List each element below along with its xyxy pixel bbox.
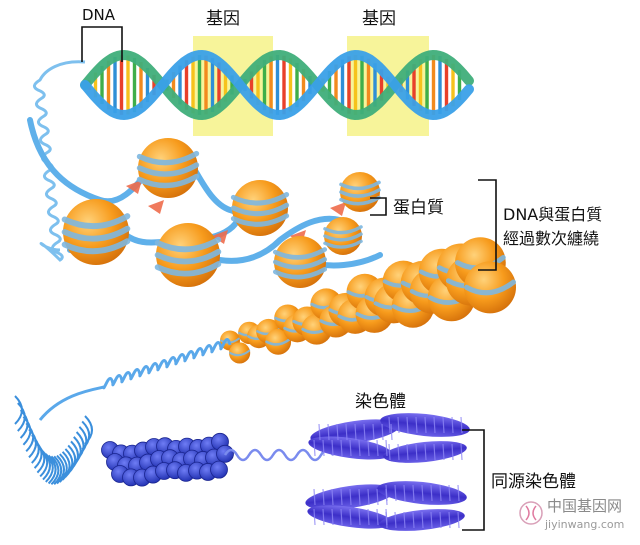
dna-helix-icon bbox=[80, 49, 474, 121]
condensed-chromatin-fiber bbox=[220, 237, 516, 364]
homologous-bracket bbox=[462, 429, 485, 531]
dna-bracket bbox=[81, 26, 123, 62]
watermark-site-zh: 中国基因网 bbox=[547, 497, 622, 515]
connector-coil bbox=[223, 448, 335, 462]
watermark: 中国基因网 jiyinwang.com bbox=[519, 497, 624, 531]
coiling-label-line1: DNA與蛋白質 bbox=[503, 205, 602, 224]
coiling-bracket bbox=[478, 179, 497, 271]
protein-label: 蛋白質 bbox=[393, 198, 444, 218]
coiled-fiber bbox=[38, 338, 232, 421]
condensed-cluster bbox=[101, 432, 234, 487]
chromosome-label: 染色體 bbox=[355, 392, 406, 412]
gene-label-2: 基因 bbox=[362, 9, 396, 29]
super-coiled-tube bbox=[14, 395, 93, 486]
chromosome-bands bbox=[313, 416, 463, 529]
watermark-logo-icon bbox=[519, 501, 543, 525]
dna-label: DNA bbox=[82, 6, 116, 24]
protein-bracket bbox=[370, 197, 387, 216]
gene-label-1: 基因 bbox=[206, 9, 240, 29]
coiling-label-line2: 經過數次纏繞 bbox=[503, 229, 599, 248]
nucleosome-beads bbox=[61, 138, 381, 288]
homologous-label: 同源染色體 bbox=[491, 472, 576, 492]
watermark-site-en: jiyinwang.com bbox=[544, 518, 624, 531]
